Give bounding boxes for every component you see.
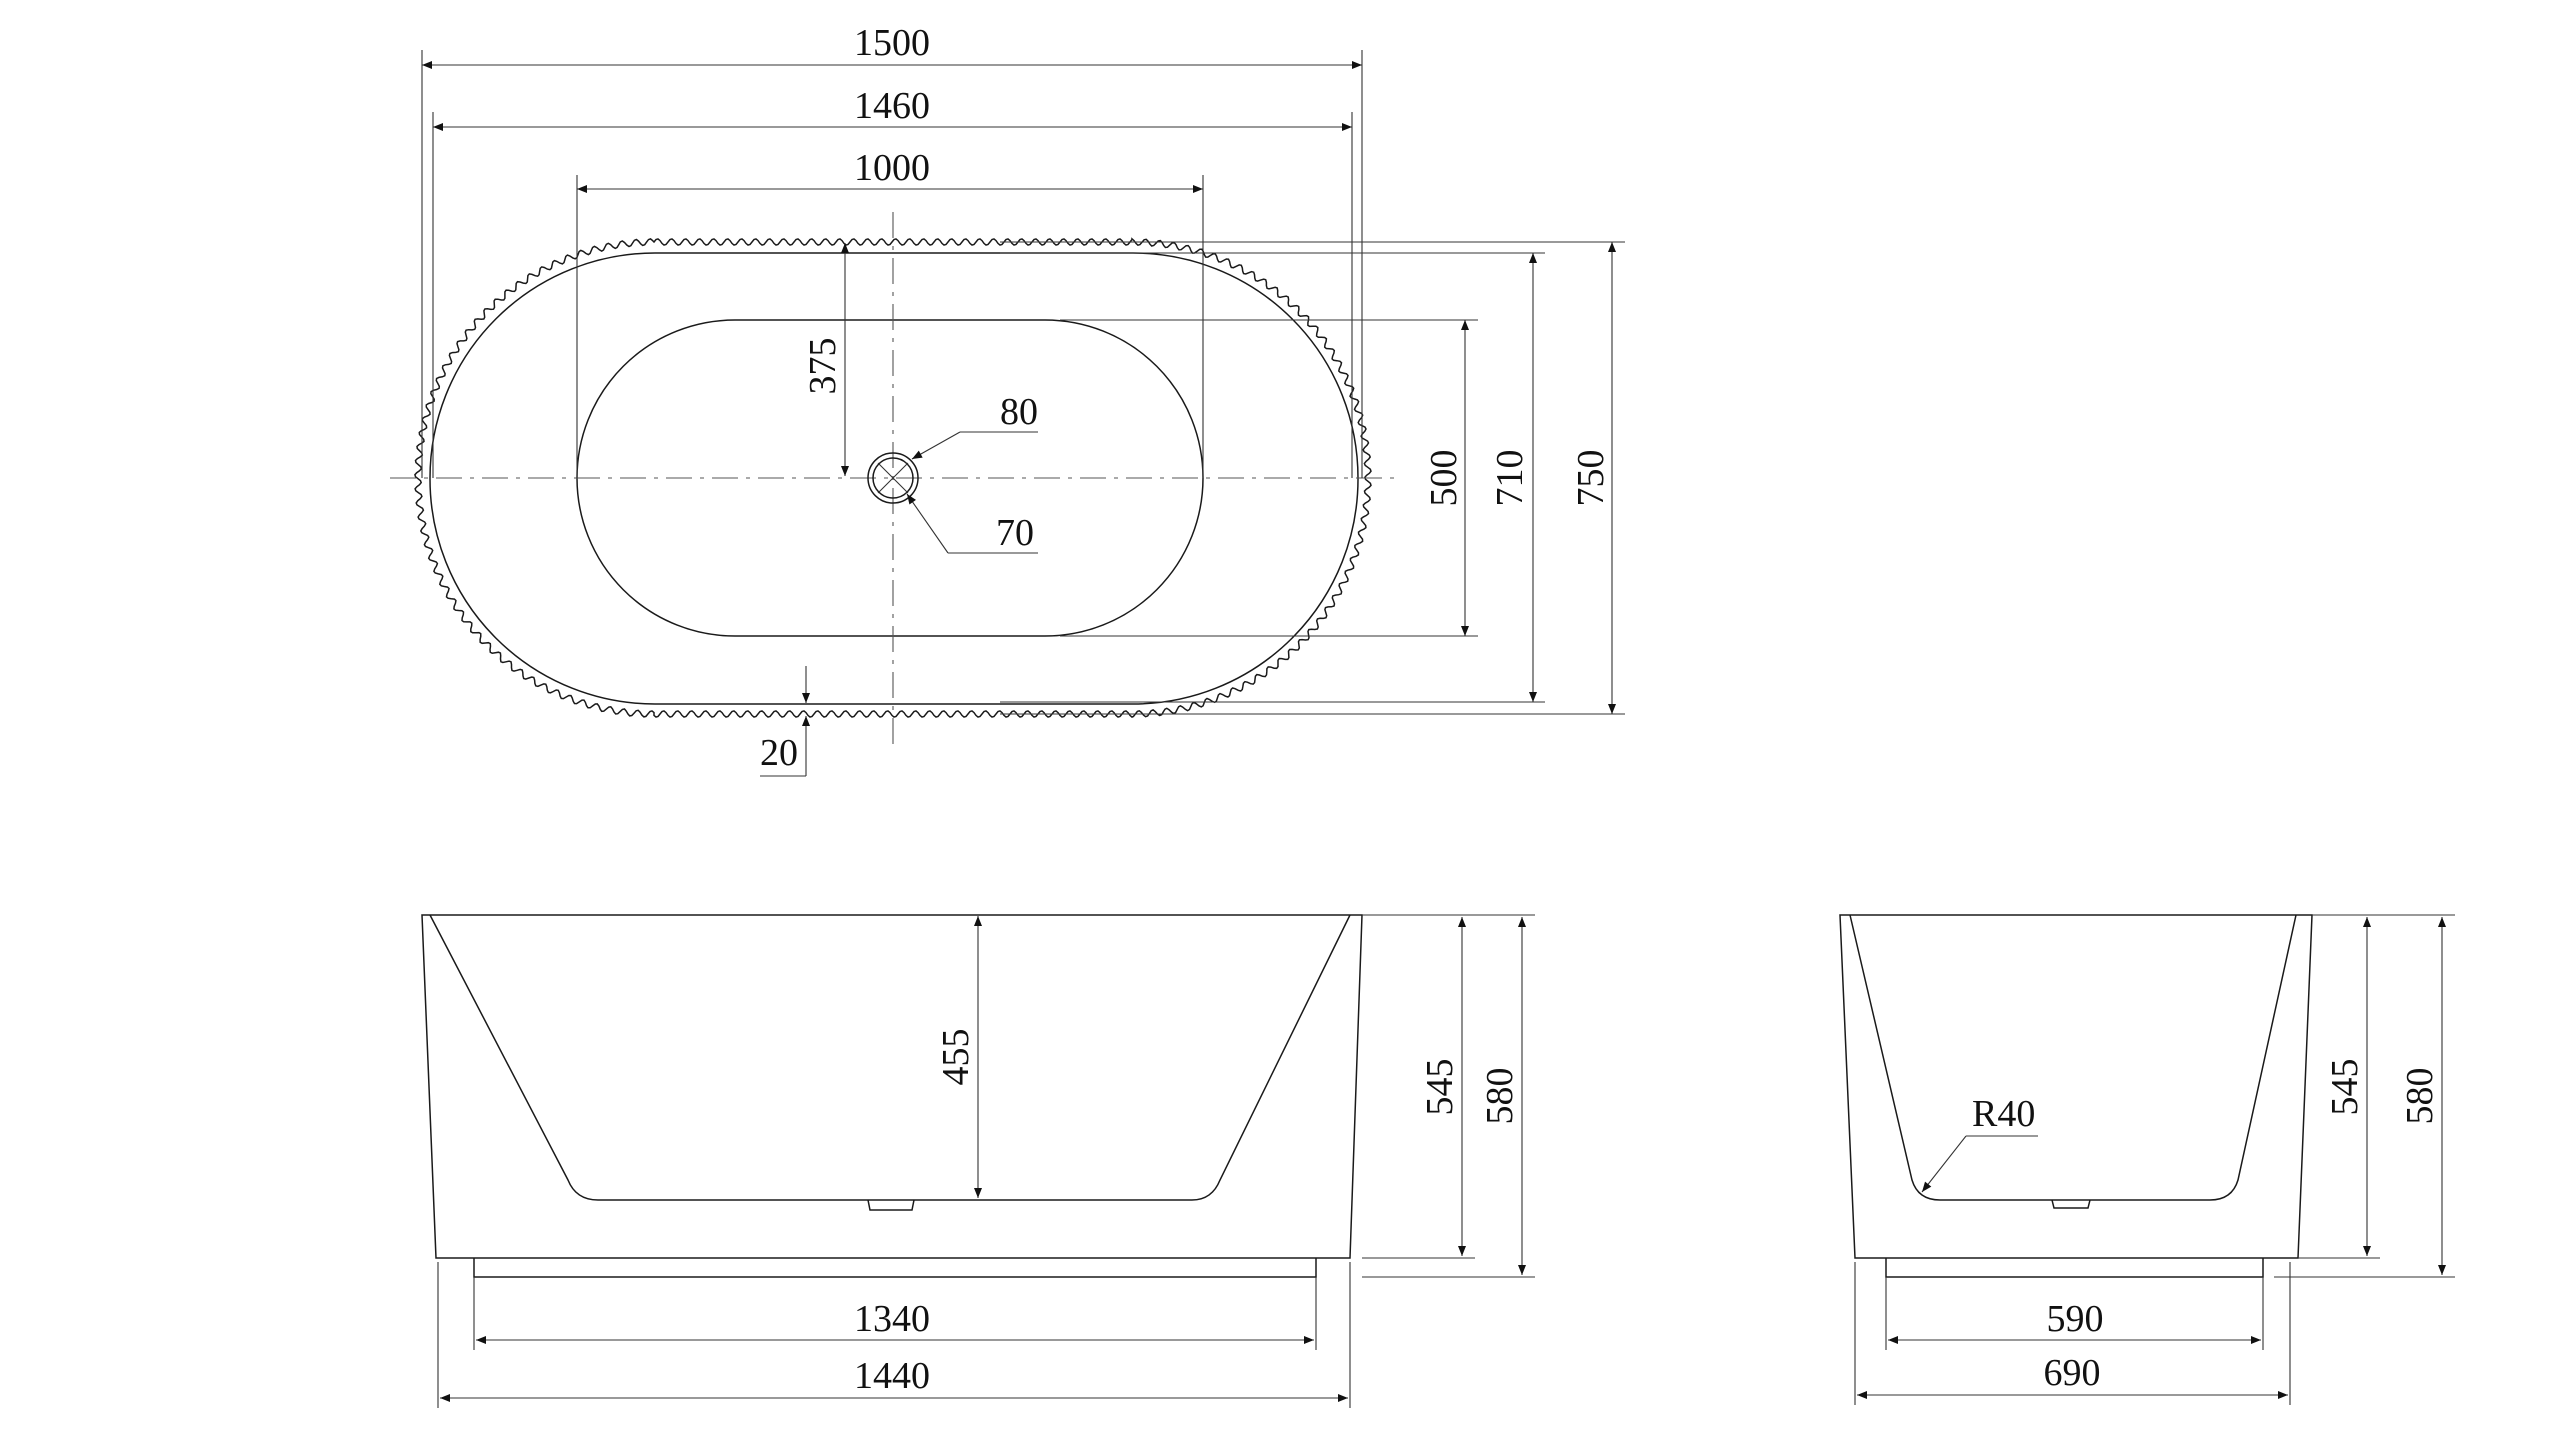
dim-front-total-height: 580 — [1479, 1068, 1521, 1125]
dim-basin-length: 1000 — [854, 147, 930, 189]
dim-side-bottom-width: 690 — [2044, 1352, 2101, 1394]
dim-front-base-length: 1340 — [854, 1298, 930, 1340]
dim-drain-outer: 80 — [1000, 391, 1038, 433]
dim-side-total-height: 580 — [2399, 1068, 2441, 1125]
dim-drain-inner: 70 — [996, 512, 1034, 554]
drain-inner-circle — [872, 457, 914, 499]
dim-side-base-width: 590 — [2047, 1298, 2104, 1340]
dim-basin-width: 500 — [1423, 450, 1465, 507]
dim-rim-length: 1460 — [854, 85, 930, 127]
drain-outer-circle — [867, 452, 919, 504]
outer-rim-scalloped — [414, 237, 1372, 718]
dim-front-bottom-length: 1440 — [854, 1355, 930, 1397]
dim-rim-thickness: 20 — [760, 732, 798, 774]
dim-overall-width: 750 — [1570, 450, 1612, 507]
dim-overall-length: 1500 — [854, 22, 930, 64]
side-elevation: R40 545 580 590 690 — [1839, 914, 2455, 1405]
dim-front-wall-height: 545 — [1419, 1059, 1461, 1116]
dim-rim-width: 710 — [1489, 450, 1531, 507]
front-elevation: 455 545 580 1340 1440 — [421, 914, 1535, 1408]
dim-corner-radius: R40 — [1972, 1093, 2035, 1135]
plan-view: 1500 1460 1000 750 710 500 375 80 — [390, 22, 1625, 777]
dim-side-wall-height: 545 — [2324, 1059, 2366, 1116]
dim-drain-offset: 375 — [802, 338, 844, 395]
dim-basin-depth: 455 — [935, 1029, 977, 1086]
